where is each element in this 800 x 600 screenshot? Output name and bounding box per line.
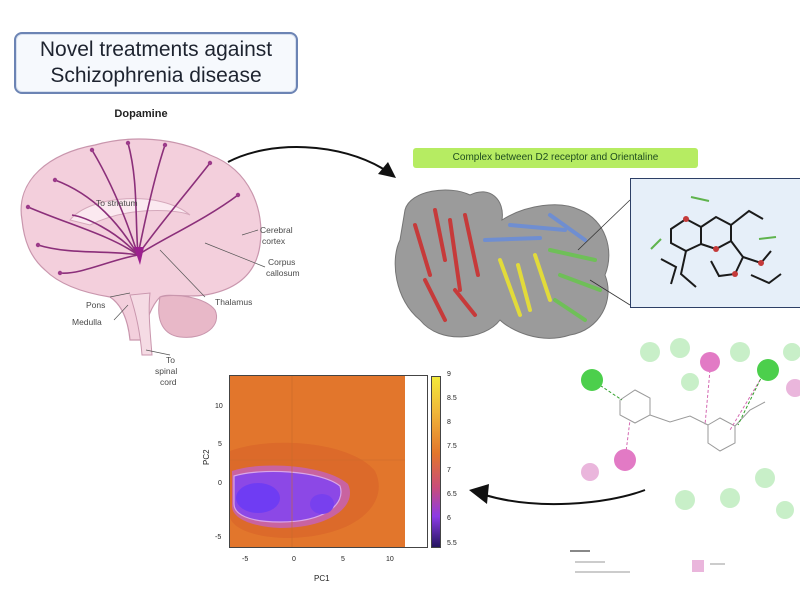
y-tick-10: 10 [215,403,223,410]
colorbar-tick-7: 7 [447,467,451,474]
label-medulla: Medulla [72,317,102,327]
brain-pathway-illustration [20,138,266,356]
dopamine-heading: Dopamine [114,108,168,120]
substantia-nigra [134,247,144,265]
label-spinal: spinal [155,366,178,376]
label-cerebral: Cerebral [260,225,293,235]
label-corpus: Corpus [268,257,296,267]
label-callosum: callosum [266,268,300,278]
zoom-leader-top [577,199,630,251]
arrow-to-complex [227,146,396,178]
y-axis-label: PC2 [202,449,211,465]
interaction-legend [570,550,725,573]
free-energy-landscape-plot [230,376,405,548]
helix-blue-domain [483,213,587,242]
label-leaders [109,229,266,356]
helix-green-domain [548,248,602,322]
title-line-1: Novel treatments against [39,38,273,61]
corpus-callosum [69,198,191,226]
label-cortex: cortex [262,236,286,246]
colorbar-tick-6: 6 [447,515,451,522]
colorbar-tick-8.5: 8.5 [447,395,457,402]
colorbar-tick-5.5: 5.5 [447,540,457,547]
ligand-structure [650,196,782,288]
colorbar-tick-6.5: 6.5 [447,491,457,498]
label-to: To [166,355,175,365]
x-tick-minus5: -5 [242,556,249,563]
dopamine-pathways [27,142,239,274]
ligand-zoom-box [630,178,800,308]
arrow-to-landscape [469,484,646,506]
y-tick-minus5: -5 [215,534,222,541]
plot-frame [229,375,428,548]
x-tick-10: 10 [386,556,394,563]
pathway-terminals [25,140,241,276]
heatmap-blank-margin [405,376,427,548]
x-axis-label: PC1 [314,574,330,583]
heatmap-minimum-2 [310,494,334,514]
x-tick-5: 5 [341,556,345,563]
label-thalamus: Thalamus [215,297,253,307]
colorbar-tick-7.5: 7.5 [447,443,457,450]
label-pons: Pons [86,300,106,310]
helix-yellow-domain [498,253,552,317]
x-tick-0: 0 [292,556,296,563]
complex-label: Complex between D2 receptor and Oriental… [413,148,698,168]
protein-complex-structure [394,189,630,339]
colorbar [431,376,441,548]
y-tick-0: 0 [218,480,222,487]
colorbar-tick-9: 9 [447,371,451,378]
brain-cerebellum [158,295,217,338]
y-tick-5: 5 [218,441,222,448]
zoom-leader-bottom [589,279,630,306]
heatmap-minimum [236,483,280,513]
ligand-2d-skeleton [619,389,766,452]
helix-red-domain [413,208,480,322]
title-box: Novel treatments against Schizophrenia d… [14,32,298,94]
label-cord: cord [160,377,177,387]
title-line-2: Schizophrenia disease [50,64,262,87]
brainstem [129,292,153,356]
residue-circles [581,338,800,519]
label-to-striatum: To striatum [96,198,138,208]
colorbar-tick-8: 8 [447,419,451,426]
interaction-2d-diagram [570,338,800,573]
